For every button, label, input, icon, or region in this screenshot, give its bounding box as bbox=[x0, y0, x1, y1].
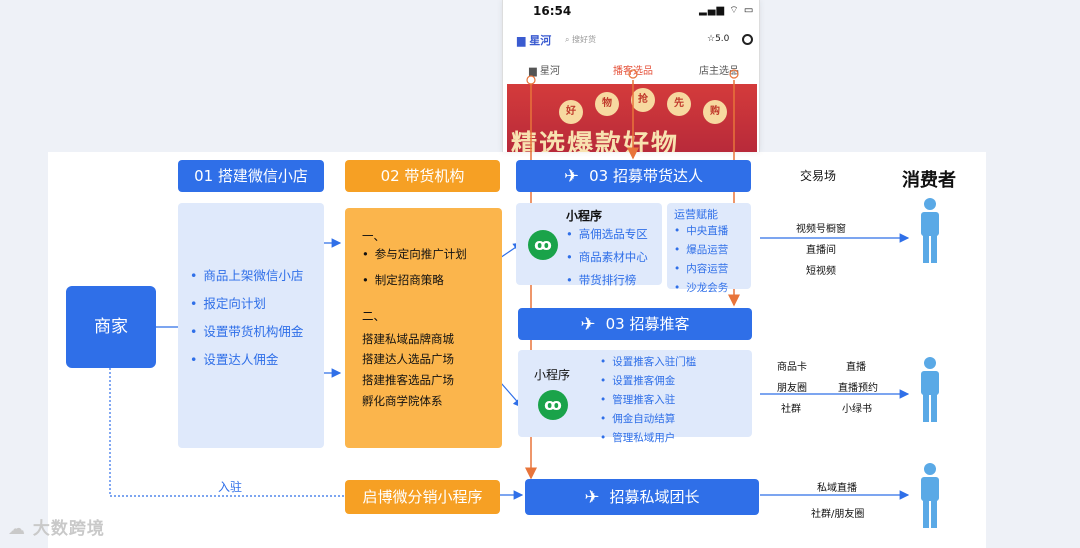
step2-header: 02 带货机构 bbox=[345, 160, 500, 192]
list-item: 佣金自动结算 bbox=[600, 411, 696, 426]
step3-talent-label: 03 招募带货达人 bbox=[589, 167, 703, 185]
person-icon bbox=[921, 357, 939, 422]
merchant-node: 商家 bbox=[66, 286, 156, 368]
watermark-text: 大数跨境 bbox=[32, 519, 105, 539]
talent-ops-title: 运营赋能 bbox=[674, 208, 718, 221]
banner-headline: 精选爆款好物 bbox=[511, 130, 680, 152]
step3-talent-header: ✈ 03 招募带货达人 bbox=[516, 160, 751, 192]
list-item: 设置达人佣金 bbox=[190, 349, 303, 368]
list-item: 参与定向推广计划 bbox=[362, 246, 467, 262]
channel-label: 直播间 bbox=[806, 245, 836, 256]
private-header: ✈ 招募私域团长 bbox=[525, 479, 759, 515]
phone-logo-text: 星河 bbox=[529, 34, 552, 47]
list-item: 内容运营 bbox=[674, 261, 728, 276]
phone-tab-podcast[interactable]: 播客选品 bbox=[613, 66, 653, 77]
promoter-mp-title: 小程序 bbox=[534, 368, 571, 382]
talent-ops-list: 中央直播 爆品运营 内容运营 沙龙会务 bbox=[674, 223, 728, 299]
phone-record-icon[interactable] bbox=[742, 34, 753, 45]
trade-label: 交易场 bbox=[800, 169, 837, 183]
airplane-icon: ✈ bbox=[564, 165, 580, 187]
list-item: 中央直播 bbox=[674, 223, 728, 238]
consumer-label: 消费者 bbox=[902, 170, 956, 191]
banner-bubble: 物 bbox=[595, 92, 619, 116]
step1-list: 商品上架微信小店 报定向计划 设置带货机构佣金 设置达人佣金 bbox=[190, 265, 303, 377]
step3-promoter-header: ✈ 03 招募推客 bbox=[518, 308, 752, 340]
talent-mp-panel: 小程序 ꝏ 高佣选品专区 商品素材中心 带货排行榜 bbox=[516, 203, 662, 287]
line-merchant-entry bbox=[109, 368, 344, 497]
step3-promoter-label: 03 招募推客 bbox=[605, 315, 690, 333]
list-item: 制定招商策略 bbox=[362, 272, 467, 288]
step2-part2-title: 二、 bbox=[362, 309, 385, 323]
banner-bubble: 购 bbox=[703, 100, 727, 124]
talent-mp-title: 小程序 bbox=[566, 209, 603, 223]
phone-tab-xinghe[interactable]: ▆ 星河 bbox=[529, 66, 560, 77]
private-label: 招募私域团长 bbox=[609, 488, 700, 506]
step1-header: 01 搭建微信小店 bbox=[178, 160, 324, 192]
channel-label: 小绿书 bbox=[842, 404, 872, 415]
person-icon bbox=[921, 198, 939, 263]
talent-ops-panel: 运营赋能 中央直播 爆品运营 内容运营 沙龙会务 bbox=[667, 203, 751, 294]
channel-label: 视频号橱窗 bbox=[796, 224, 846, 235]
banner-bubble: 先 bbox=[667, 92, 691, 116]
channel-label: 直播 bbox=[846, 362, 866, 373]
phone-mockup: 16:54 ▂▄▆ ⌔ ▭ ▆ 星河 ⌕ 搜好货 ☆5.0 ▆ 星河 播客选品 … bbox=[502, 0, 760, 152]
mini-program-icon: ꝏ bbox=[538, 390, 568, 420]
list-item: 带货排行榜 bbox=[566, 272, 648, 288]
banner-bubble: 好 bbox=[559, 100, 583, 124]
step2-line: 搭建私域品牌商城 bbox=[362, 332, 454, 346]
step2-part1-list: 参与定向推广计划 制定招商策略 bbox=[362, 246, 467, 298]
channel-label: 社群 bbox=[781, 404, 801, 415]
airplane-icon: ✈ bbox=[584, 486, 600, 508]
channel-label: 商品卡 bbox=[777, 362, 807, 373]
channel-label: 直播预约 bbox=[838, 383, 878, 394]
banner-bubble: 抢 bbox=[631, 88, 655, 112]
step2-panel: 一、 参与定向推广计划 制定招商策略 二、 搭建私域品牌商城 搭建达人选品广场 … bbox=[345, 208, 502, 448]
phone-search-placeholder: 搜好货 bbox=[572, 35, 597, 44]
phone-time: 16:54 bbox=[533, 4, 572, 18]
list-item: 高佣选品专区 bbox=[566, 226, 648, 242]
phone-rating: ☆5.0 bbox=[707, 34, 730, 44]
channel-label: 私域直播 bbox=[817, 483, 857, 494]
channel-label: 朋友圈 bbox=[777, 383, 807, 394]
list-item: 沙龙会务 bbox=[674, 280, 728, 295]
mini-program-icon: ꝏ bbox=[528, 230, 558, 260]
step2-part1-title: 一、 bbox=[362, 229, 385, 243]
watermark: ☁ 大数跨境 bbox=[8, 514, 105, 539]
list-item: 设置带货机构佣金 bbox=[190, 321, 303, 340]
distribution-header: 启博微分销小程序 bbox=[345, 480, 500, 514]
phone-tab-label: 星河 bbox=[539, 66, 560, 77]
list-item: 商品上架微信小店 bbox=[190, 265, 303, 284]
list-item: 管理推客入驻 bbox=[600, 392, 696, 407]
step2-line: 搭建推客选品广场 bbox=[362, 373, 454, 387]
airplane-icon: ✈ bbox=[580, 313, 596, 335]
phone-banner[interactable]: 好 物 抢 先 购 精选爆款好物 bbox=[507, 84, 757, 152]
promoter-list: 设置推客入驻门槛 设置推客佣金 管理推客入驻 佣金自动结算 管理私域用户 bbox=[600, 354, 696, 449]
list-item: 设置推客佣金 bbox=[600, 373, 696, 388]
channel-label: 社群/朋友圈 bbox=[811, 509, 865, 520]
list-item: 爆品运营 bbox=[674, 242, 728, 257]
step2-line: 搭建达人选品广场 bbox=[362, 352, 454, 366]
cloud-logo-icon: ☁ bbox=[8, 519, 26, 539]
enter-label: 入驻 bbox=[218, 480, 243, 494]
phone-status-icons: ▂▄▆ ⌔ ▭ bbox=[699, 5, 755, 16]
list-item: 管理私域用户 bbox=[600, 430, 696, 445]
step2-line: 孵化商学院体系 bbox=[362, 394, 443, 408]
person-icon bbox=[921, 463, 939, 528]
list-item: 商品素材中心 bbox=[566, 249, 648, 265]
channel-label: 短视频 bbox=[806, 266, 836, 277]
talent-mp-list: 高佣选品专区 商品素材中心 带货排行榜 bbox=[566, 226, 648, 295]
phone-tab-shopowner[interactable]: 店主选品 bbox=[699, 66, 739, 77]
list-item: 报定向计划 bbox=[190, 293, 303, 312]
promoter-panel: 小程序 ꝏ 设置推客入驻门槛 设置推客佣金 管理推客入驻 佣金自动结算 管理私域… bbox=[518, 350, 752, 444]
phone-app-logo[interactable]: ▆ 星河 bbox=[517, 34, 552, 47]
list-item: 设置推客入驻门槛 bbox=[600, 354, 696, 369]
step1-panel: 商品上架微信小店 报定向计划 设置带货机构佣金 设置达人佣金 bbox=[178, 203, 324, 448]
phone-search-input[interactable]: ⌕ 搜好货 bbox=[565, 35, 597, 44]
